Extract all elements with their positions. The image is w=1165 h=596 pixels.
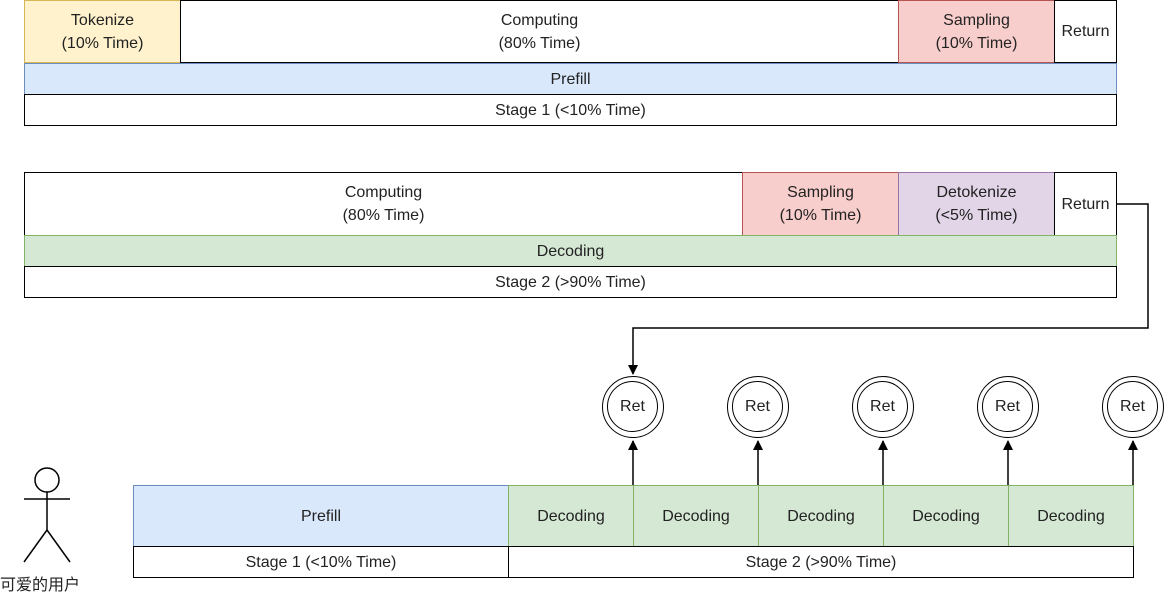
return-to-ret-connector xyxy=(628,203,1149,375)
ret-label: Ret xyxy=(857,381,908,432)
ret-label: Ret xyxy=(732,381,783,432)
tokenize-title: Tokenize xyxy=(70,11,135,29)
ret-node-2: Ret xyxy=(727,376,789,438)
tokenize-box: Tokenize (10% Time) xyxy=(24,0,181,63)
prefill-label: Prefill xyxy=(550,70,591,88)
stage1-label: Stage 1 (<10% Time) xyxy=(245,553,397,571)
computing-time: (80% Time) xyxy=(498,34,581,52)
computing-title: Computing xyxy=(500,11,579,29)
return-label: Return xyxy=(1061,195,1110,213)
computing-time: (80% Time) xyxy=(342,207,425,224)
timeline-stage1-bar: Stage 1 (<10% Time) xyxy=(133,546,509,578)
sampling-title: Sampling xyxy=(787,184,854,201)
decoding-label: Decoding xyxy=(1037,507,1105,525)
computing-title: Computing xyxy=(344,184,423,201)
timeline-stage2-bar: Stage 2 (>90% Time) xyxy=(508,546,1134,578)
stage2-bar-middle: Stage 2 (>90% Time) xyxy=(24,266,1117,298)
detokenize-time: (<5% Time) xyxy=(935,207,1018,224)
stage2-label: Stage 2 (>90% Time) xyxy=(745,553,897,571)
decoding-label: Decoding xyxy=(787,507,855,525)
timeline-decoding-box-3: Decoding xyxy=(758,485,884,547)
prefill-label: Prefill xyxy=(300,507,341,525)
ret-label: Ret xyxy=(607,381,658,432)
timeline-decoding-box-2: Decoding xyxy=(633,485,759,547)
decoding-label: Decoding xyxy=(536,242,605,260)
ret-node-1: Ret xyxy=(602,376,664,438)
decoding-label: Decoding xyxy=(912,507,980,525)
user-label: 可爱的用户 xyxy=(0,575,81,594)
tokenize-time: (10% Time) xyxy=(61,34,144,52)
sampling-time: (10% Time) xyxy=(779,207,862,224)
return-label: Return xyxy=(1061,23,1110,40)
stage1-bar-top: Stage 1 (<10% Time) xyxy=(24,94,1117,126)
return-box-prefill: Return xyxy=(1054,0,1117,63)
decoding-label: Decoding xyxy=(537,507,605,525)
timeline-prefill-box: Prefill xyxy=(133,485,509,547)
sampling-time: (10% Time) xyxy=(935,34,1018,52)
computing-box-prefill: Computing (80% Time) xyxy=(180,0,899,63)
decoding-phase-bar: Decoding xyxy=(24,235,1117,267)
decoding-label: Decoding xyxy=(662,507,730,525)
ret-node-5: Ret xyxy=(1102,376,1164,438)
user-icon xyxy=(23,467,71,563)
ret-label: Ret xyxy=(1107,381,1158,432)
return-box-decoding: Return xyxy=(1054,172,1117,236)
sampling-box-decoding: Sampling (10% Time) xyxy=(742,172,899,236)
detokenize-title: Detokenize xyxy=(936,184,1017,201)
stage1-label: Stage 1 (<10% Time) xyxy=(495,101,646,119)
prefill-phase-bar: Prefill xyxy=(24,63,1117,95)
sampling-box-prefill: Sampling (10% Time) xyxy=(898,0,1055,63)
sampling-title: Sampling xyxy=(943,11,1010,29)
ret-node-4: Ret xyxy=(977,376,1039,438)
timeline-decoding-box-1: Decoding xyxy=(508,485,634,547)
timeline-decoding-box-4: Decoding xyxy=(883,485,1009,547)
timeline-decoding-box-5: Decoding xyxy=(1008,485,1134,547)
stage2-label: Stage 2 (>90% Time) xyxy=(495,273,646,291)
ret-node-3: Ret xyxy=(852,376,914,438)
ret-label: Ret xyxy=(982,381,1033,432)
